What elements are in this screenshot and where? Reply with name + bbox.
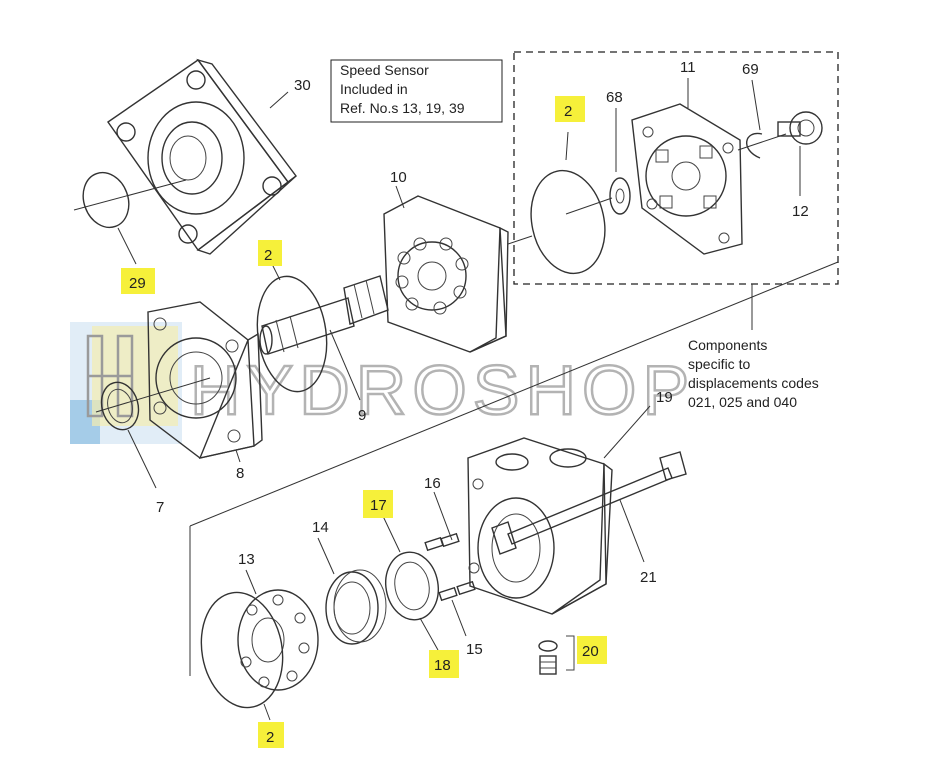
part-10-housing (383, 195, 509, 353)
callout-9: 9 (358, 407, 366, 424)
part-17-seal-ring (385, 551, 439, 621)
leader-21 (619, 499, 645, 563)
part-20-check-valve (538, 640, 558, 675)
part-21-bolt (491, 451, 687, 555)
leader-2-middle (271, 263, 281, 281)
part-29-o-ring (82, 171, 130, 229)
leader-18 (419, 617, 439, 651)
part-19-valve-housing (467, 437, 613, 615)
callout-14: 14 (312, 519, 329, 536)
highlight-2-middle (258, 240, 282, 266)
leader-17 (381, 513, 401, 553)
highlight-20 (577, 636, 607, 664)
part-30-mounting-flange (107, 58, 297, 255)
highlight-2-lower (258, 722, 284, 748)
axis-line-left (95, 377, 211, 413)
axis-line-gear (737, 133, 787, 151)
part-12-sensor-gear (777, 111, 823, 145)
callout-69: 69 (742, 61, 759, 78)
highlight-17 (363, 490, 393, 518)
part-68-washer (609, 177, 631, 215)
callout-21: 21 (640, 569, 657, 586)
speed-sensor-note-box (330, 59, 503, 123)
displacement-components-box (513, 51, 839, 285)
callout-2-lower: 2 (266, 729, 274, 746)
speed-sensor-note: Speed Sensor Included in Ref. No.s 13, 1… (340, 62, 465, 116)
callout-15: 15 (466, 641, 483, 658)
highlight-18 (429, 650, 459, 678)
callout-13: 13 (238, 551, 255, 568)
leader-29 (117, 227, 137, 265)
divider-line-upper (189, 261, 839, 527)
leader-19 (603, 405, 651, 459)
highlight-2-upper (555, 96, 585, 122)
callout-8: 8 (236, 465, 244, 482)
leader-16 (433, 491, 453, 541)
part-11-valve-plate (631, 103, 743, 255)
callout-29: 29 (129, 275, 146, 292)
callout-2-middle: 2 (264, 247, 272, 264)
leader-7 (127, 429, 157, 489)
part-9-drive-shaft (259, 275, 389, 355)
callout-30: 30 (294, 77, 311, 94)
leader-15 (451, 599, 467, 637)
watermark-logo (70, 322, 182, 444)
leader-10 (395, 185, 405, 209)
part-14-bearing (325, 569, 387, 645)
axis-line-mid (507, 235, 533, 245)
callout-2-upper: 2 (564, 103, 572, 120)
axis-line-box (565, 197, 613, 215)
leader-2-upper (565, 131, 569, 161)
components-note: Components specific to displacements cod… (688, 337, 823, 410)
callout-12: 12 (792, 203, 809, 220)
callout-11: 11 (680, 59, 696, 76)
leader-8 (235, 449, 241, 463)
callout-20: 20 (582, 643, 599, 660)
part-13-gerotor (237, 589, 319, 691)
leader-30 (269, 91, 289, 109)
callout-18: 18 (434, 657, 451, 674)
axis-line-top (73, 179, 187, 211)
part-15-pins (438, 580, 476, 602)
part-16-plugs (424, 532, 460, 552)
callout-68: 68 (606, 89, 623, 106)
leader-2-lower (263, 703, 271, 721)
part-2-o-ring-lower (200, 591, 284, 709)
bracket-20 (566, 635, 575, 671)
part-8-bearing-housing (147, 301, 263, 459)
highlight-29 (121, 268, 155, 294)
leader-14 (317, 537, 335, 575)
leader-9 (329, 329, 361, 401)
callout-7: 7 (156, 499, 164, 516)
callout-19: 19 (656, 389, 673, 406)
leader-13 (245, 569, 257, 595)
part-2-o-ring-upper (530, 169, 606, 275)
leader-69 (751, 79, 761, 131)
callout-10: 10 (390, 169, 407, 186)
part-7-shaft-seal (100, 381, 140, 431)
watermark-text: HYDROSHOP (190, 351, 695, 429)
callout-17: 17 (370, 497, 387, 514)
part-69-retaining-ring (746, 132, 763, 159)
callout-16: 16 (424, 475, 441, 492)
